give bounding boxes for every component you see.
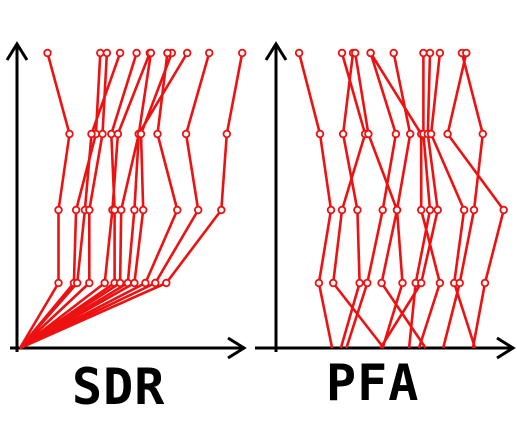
pfa-node: [391, 129, 401, 139]
pfa-node: [433, 205, 442, 215]
pfa-path-4: [353, 52, 427, 349]
sdr-node: [65, 129, 74, 139]
sdr-node: [107, 129, 116, 139]
pfa-node: [435, 278, 445, 288]
pfa-node: [480, 278, 490, 288]
sdr-node: [71, 205, 81, 215]
sdr-node: [163, 48, 172, 58]
pfa-node: [389, 48, 398, 58]
pfa-node: [417, 205, 426, 215]
sdr-node: [54, 205, 63, 215]
pfa-node: [398, 278, 407, 288]
sdr-node: [102, 48, 112, 58]
sdr-node: [182, 48, 192, 58]
pfa-node: [315, 129, 325, 139]
sdr-node: [151, 278, 160, 288]
pfa-node: [426, 129, 436, 139]
pfa-node: [443, 129, 452, 139]
pfa-node: [377, 278, 386, 288]
sdr-node: [222, 129, 231, 139]
pfa-node: [425, 205, 435, 215]
pfa-node: [366, 48, 375, 58]
pfa-label: PFA: [326, 354, 420, 412]
sdr-node: [153, 129, 162, 139]
sdr-node: [85, 278, 94, 288]
sdr-node: [217, 205, 226, 215]
pfa-node: [417, 278, 426, 288]
sdr-node: [136, 129, 146, 139]
pfa-path-6: [381, 52, 412, 349]
sdr-label: SDR: [72, 358, 166, 416]
left-y-arrowhead: [5, 41, 29, 61]
sdr-node: [115, 48, 125, 58]
pfa-node: [326, 205, 336, 215]
pfa-node: [419, 48, 428, 58]
sdr-node: [100, 278, 109, 288]
sdr-paths: [18, 48, 247, 350]
pfa-node: [337, 205, 347, 215]
sdr-node: [110, 205, 119, 215]
sdr-node: [193, 205, 203, 215]
pfa-node: [435, 48, 445, 58]
sdr-node: [162, 278, 171, 288]
sdr-node: [181, 129, 191, 139]
sdr-path-1: [18, 52, 71, 349]
pfa-node: [392, 205, 402, 215]
sdr-node: [146, 48, 156, 58]
sdr-node: [132, 48, 141, 58]
sdr-node: [116, 205, 126, 215]
sdr-node: [43, 48, 52, 58]
pfa-node: [314, 278, 324, 288]
sdr-node: [54, 278, 63, 288]
right-x-arrowhead: [496, 336, 516, 360]
pfa-node: [469, 205, 479, 215]
pfa-node: [499, 205, 508, 215]
pfa-node: [459, 205, 469, 215]
pfa-node: [337, 48, 347, 58]
pfa-node: [455, 278, 464, 288]
right-y-arrowhead: [264, 41, 288, 61]
pfa-node: [364, 129, 373, 139]
left-axes: [5, 41, 247, 360]
sdr-node: [141, 278, 150, 288]
sdr-node: [173, 205, 182, 215]
sdr-path-9: [19, 52, 174, 350]
left-x-arrowhead: [227, 336, 247, 360]
sdr-node: [130, 278, 139, 288]
pfa-path-2: [331, 52, 385, 349]
sdr-node: [130, 205, 139, 215]
pfa-node: [329, 278, 338, 288]
pfa-node: [351, 48, 360, 58]
sdr-node: [237, 48, 247, 58]
pfa-node: [338, 129, 348, 139]
sdr-node: [85, 205, 94, 215]
sdr-node: [204, 48, 214, 58]
pfa-path-8: [407, 53, 432, 349]
pfa-node: [294, 48, 304, 58]
sdr-node: [113, 129, 123, 139]
pfa-paths: [294, 48, 508, 349]
pfa-node: [478, 129, 487, 139]
sdr-node: [72, 278, 82, 288]
pfa-node: [363, 278, 372, 288]
pfa-node: [406, 129, 415, 139]
sdr-node: [98, 129, 107, 139]
pfa-node: [353, 205, 362, 215]
pfa-path-11: [441, 52, 485, 349]
pfa-node: [425, 48, 435, 58]
pfa-node: [355, 278, 364, 288]
sdr-node: [96, 48, 105, 58]
sdr-node: [87, 129, 96, 139]
pfa-path-1: [297, 52, 334, 349]
pfa-node: [462, 48, 471, 58]
sdr-node: [138, 205, 148, 215]
pfa-node: [378, 205, 387, 215]
